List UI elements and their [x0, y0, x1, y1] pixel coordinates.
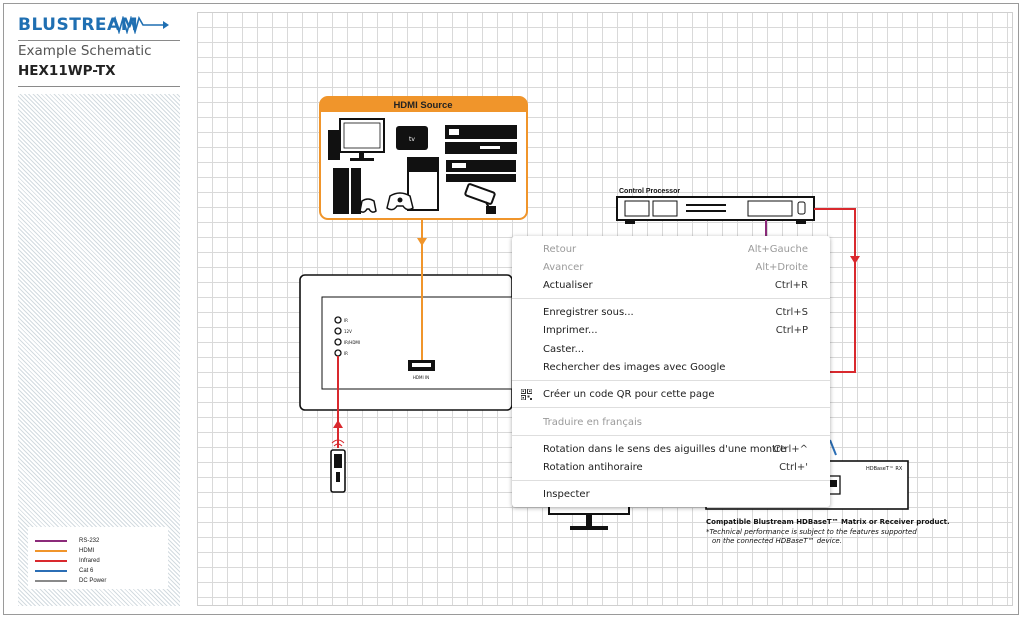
sidebar: BLUSTREAM Example Schematic HEX11WP-TX R… [18, 12, 180, 606]
cctv-camera-icon [464, 183, 496, 214]
menu-item-shortcut: Ctrl+P [775, 325, 808, 336]
arrow-down-icon [850, 256, 860, 264]
menu-item-label: Retour [543, 244, 577, 255]
hatched-panel [18, 94, 180, 606]
legend-label: Cat 6 [79, 568, 94, 574]
menu-item-save-as[interactable]: Enregistrer sous... Ctrl+S [512, 304, 830, 321]
legend-item: Infrared [35, 556, 100, 566]
legend-swatch [35, 570, 67, 572]
menu-item-rotate-counterclockwise[interactable]: Rotation antihoraire Ctrl+' [512, 459, 830, 476]
menu-item-shortcut: Ctrl+R [774, 280, 808, 291]
port-label: 12V [344, 329, 352, 334]
legend-swatch [35, 580, 67, 582]
menu-item-translate[interactable]: Traduire en français [512, 414, 830, 431]
menu-separator [512, 298, 830, 299]
rx-caption-note: *Technical performance is subject to the… [706, 528, 917, 536]
hdmi-source-title: HDMI Source [393, 100, 452, 111]
menu-item-label: Avancer [543, 262, 584, 273]
menu-item-label: Imprimer... [543, 325, 598, 336]
rx-caption: Compatible Blustream HDBaseT™ Matrix or … [706, 518, 950, 526]
model-name: HEX11WP-TX [18, 63, 116, 79]
menu-item-label: Traduire en français [543, 417, 642, 428]
menu-item-label: Rotation antihoraire [543, 462, 643, 473]
game-console-icon [333, 168, 377, 214]
rx-label: HDBaseT™ RX [866, 466, 903, 472]
menu-separator [512, 435, 830, 436]
port-label: IR [344, 351, 348, 356]
blustream-logo: BLUSTREAM [18, 14, 180, 38]
legend-label: Infrared [79, 558, 100, 564]
divider [18, 40, 180, 41]
legend-label: HDMI [79, 548, 95, 554]
menu-item-label: Enregistrer sous... [543, 307, 634, 318]
svg-text:tv: tv [409, 136, 415, 143]
menu-item-rotate-clockwise[interactable]: Rotation dans le sens des aiguilles d'un… [512, 441, 830, 458]
infrared-cable [814, 208, 856, 373]
menu-item-label: Rotation dans le sens des aiguilles d'un… [543, 444, 787, 455]
control-processor-label: Control Processor [619, 188, 680, 195]
menu-item-forward[interactable]: Avancer Alt+Droite [512, 259, 830, 276]
menu-item-shortcut: Ctrl+' [779, 462, 808, 473]
apple-tv-icon: tv [396, 126, 428, 150]
menu-item-shortcut: Ctrl+^ [773, 444, 808, 455]
set-top-box-icon [445, 125, 517, 154]
legend-item: DC Power [35, 576, 106, 586]
context-menu: Retour Alt+Gauche Avancer Alt+Droite Act… [512, 236, 830, 507]
logo-wave-icon [111, 16, 169, 34]
port-label: IR [344, 318, 348, 323]
control-processor-device [616, 196, 815, 224]
menu-item-qr-code[interactable]: Créer un code QR pour cette page [512, 386, 830, 403]
legend-label: DC Power [79, 578, 107, 584]
legend-swatch [35, 540, 67, 542]
blu-ray-player-icon [446, 160, 516, 182]
legend-item: RS-232 [35, 536, 99, 546]
remote-control-icon [330, 439, 346, 493]
page-frame [3, 3, 1019, 615]
legend-item: HDMI [35, 546, 94, 556]
hex11wp-tx-device [299, 274, 513, 411]
cat6-cable [829, 439, 837, 456]
menu-item-reload[interactable]: Actualiser Ctrl+R [512, 277, 830, 294]
menu-item-cast[interactable]: Caster... [512, 341, 830, 358]
menu-item-label: Caster... [543, 344, 585, 355]
rx-caption-note: on the connected HDBaseT™ device. [712, 537, 842, 545]
menu-item-label: Inspecter [543, 489, 590, 500]
menu-item-shortcut: Alt+Droite [755, 262, 808, 273]
menu-separator [512, 480, 830, 481]
menu-item-back[interactable]: Retour Alt+Gauche [512, 241, 830, 258]
menu-item-label: Créer un code QR pour cette page [543, 389, 715, 400]
menu-separator [512, 380, 830, 381]
hdmi-in-label: HDMI IN [413, 375, 429, 380]
menu-item-shortcut: Ctrl+S [775, 307, 808, 318]
menu-item-search-images[interactable]: Rechercher des images avec Google [512, 359, 830, 376]
divider [18, 86, 180, 87]
menu-item-label: Actualiser [543, 280, 593, 291]
legend-label: RS-232 [79, 538, 100, 544]
port-label: IR/HDMI [344, 340, 360, 345]
menu-separator [512, 407, 830, 408]
arrow-up-icon [333, 420, 343, 428]
legend-swatch [35, 550, 67, 552]
arrow-down-icon [417, 238, 427, 246]
menu-item-label: Rechercher des images avec Google [543, 362, 726, 373]
xbox-console-icon [386, 157, 439, 211]
cable-legend: RS-232 HDMI Infrared Cat 6 DC Power [28, 527, 168, 589]
menu-item-print[interactable]: Imprimer... Ctrl+P [512, 322, 830, 339]
logo-text: BLUSTREAM [18, 15, 139, 35]
menu-item-inspect[interactable]: Inspecter [512, 486, 830, 503]
qr-code-icon [521, 389, 532, 400]
menu-item-shortcut: Alt+Gauche [747, 244, 808, 255]
legend-item: Cat 6 [35, 566, 93, 576]
monitor-icon [328, 118, 385, 161]
legend-swatch [35, 560, 67, 562]
page-subtitle: Example Schematic [18, 43, 152, 59]
